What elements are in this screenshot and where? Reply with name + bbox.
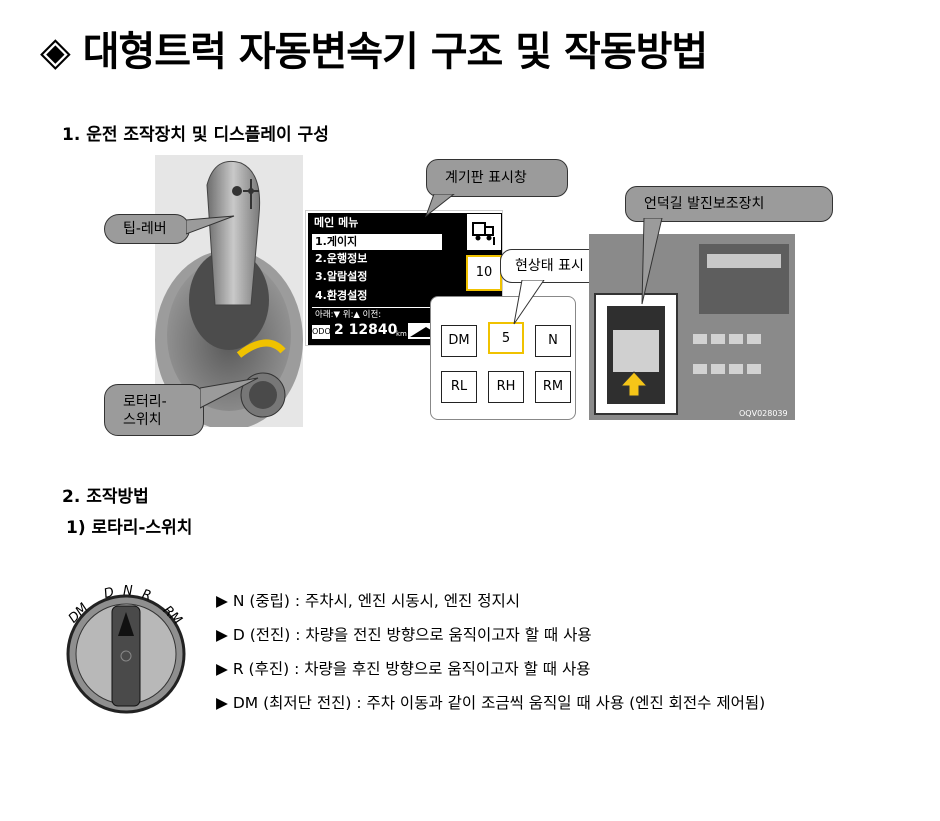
gear-box-dm: DM [441, 325, 477, 357]
dial-label-n: N [123, 584, 133, 599]
tip-lever-label: 팁-레버 [123, 221, 167, 237]
odometer-label: ODO [312, 325, 331, 339]
tip-lever-callout-pointer [186, 215, 235, 235]
section-heading-1: 1. 운전 조작장치 및 디스플레이 구성 [62, 125, 329, 145]
menu-item: 2.운행정보 [315, 252, 368, 265]
page-title: ◈ 대형트럭 자동변속기 구조 및 작동방법 [40, 29, 708, 75]
menu-divider [312, 307, 442, 308]
gear-box-current-value: 5 [501, 331, 511, 346]
current-gear-indicator: 10 [466, 255, 502, 291]
list-item: ▶ DM (최저단 전진) : 주차 이동과 같이 조금씩 움직일 때 사용 (… [216, 694, 766, 712]
rotary-callout-pointer [200, 377, 259, 409]
list-item: ▶ N (중립) : 주차시, 엔진 시동시, 엔진 정지시 [216, 592, 521, 610]
menu-item: 1.게이지 [312, 234, 442, 250]
gear-box-rl: RL [441, 371, 477, 403]
rotary-label-line1: 로터리- [123, 394, 167, 410]
dashboard-callout: 계기판 표시창 [426, 159, 568, 197]
gear-lever-illustration [155, 155, 303, 427]
hill-start-callout: 언덕길 발진보조장치 [625, 186, 833, 222]
current-gear-value: 10 [475, 265, 493, 280]
current-state-callout-pointer [513, 280, 545, 325]
gear-box-rm: RM [535, 371, 571, 403]
odometer-unit: km [396, 330, 407, 338]
dashboard-callout-pointer [424, 194, 455, 218]
tip-lever-callout: 팁-레버 [104, 214, 190, 244]
rotary-switch-callout: 로터리- 스위치 [104, 384, 204, 436]
list-item: ▶ R (후진) : 차량을 후진 방향으로 움직이고자 할 때 사용 [216, 660, 591, 678]
current-state-label: 현상태 표시 [515, 258, 584, 274]
subsection-heading: 1) 로타리-스위치 [66, 518, 193, 538]
rotary-mode-list: ▶ N (중립) : 주차시, 엔진 시동시, 엔진 정지시 ▶ D (전진) … [216, 584, 765, 720]
odometer-value: 2 12840 [334, 322, 398, 338]
rotary-switch-dial [66, 594, 186, 714]
dashboard-label: 계기판 표시창 [445, 170, 527, 186]
gear-box-rh: RH [488, 371, 524, 403]
truck-icon [472, 222, 495, 245]
photo-code: OQV028039 [739, 409, 788, 418]
rotary-label-line2: 스위치 [123, 412, 162, 428]
list-item: ▶ D (전진) : 차량을 전진 방향으로 움직이고자 할 때 사용 [216, 626, 592, 644]
menu-navigation: 아래:▼ 위:▲ 이전: [315, 310, 382, 320]
gear-box-current: 5 [488, 322, 524, 354]
hill-start-callout-pointer [641, 218, 663, 305]
gear-box-n: N [535, 325, 571, 357]
menu-item: 4.환경설정 [315, 289, 368, 302]
section-heading-2: 2. 조작방법 [62, 487, 149, 507]
current-state-callout: 현상태 표시 [500, 249, 604, 283]
menu-title: 메인 메뉴 [314, 216, 359, 229]
hill-start-switch-photo: OQV028039 [589, 234, 795, 420]
hill-start-label: 언덕길 발진보조장치 [644, 196, 765, 212]
menu-item: 3.알람설정 [315, 270, 368, 283]
